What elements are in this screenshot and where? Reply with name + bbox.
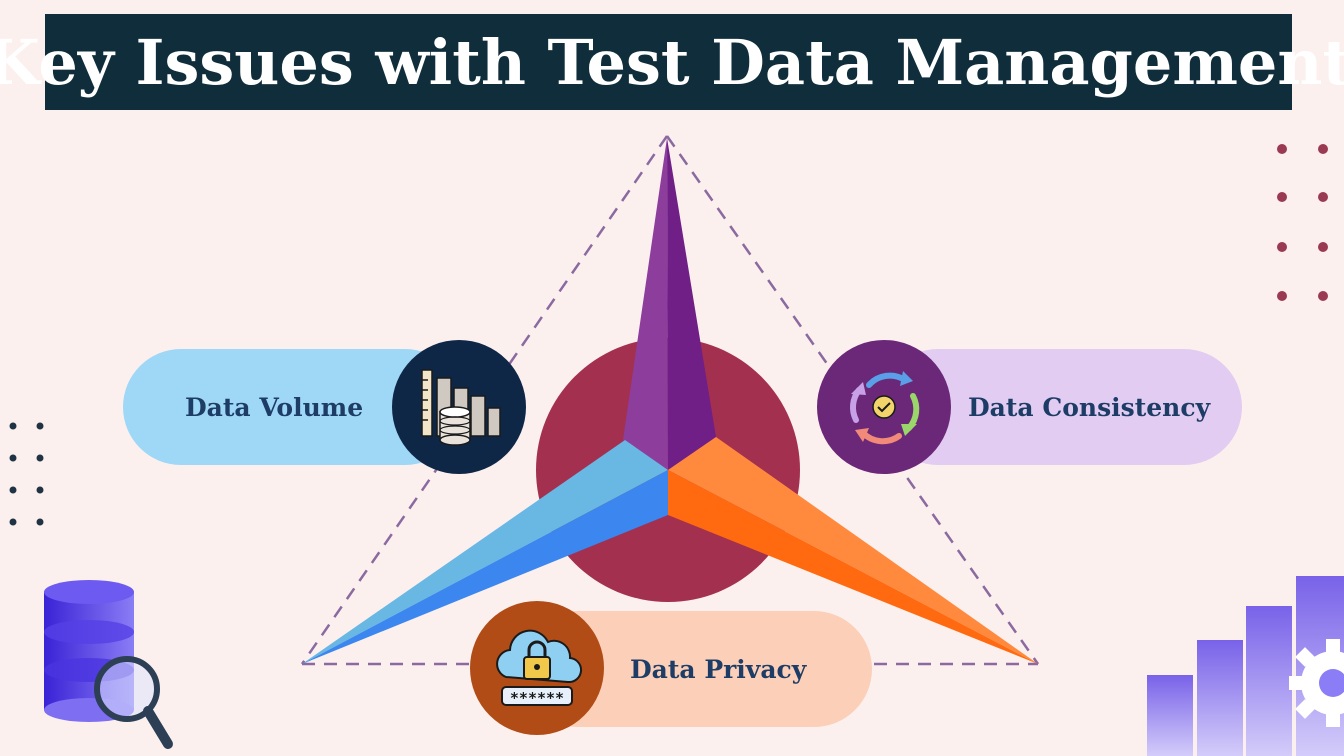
spike-top [623, 138, 716, 470]
bar-chart-gear-icon [1147, 576, 1344, 756]
database-search-icon [44, 580, 173, 749]
decorative-dots-left [9, 422, 44, 526]
cloud-lock-icon: ****** [470, 601, 604, 735]
database-chart-icon [392, 340, 526, 474]
password-mask-text: ****** [510, 689, 564, 707]
page-title: Key Issues with Test Data Management [0, 25, 1344, 99]
issue-label-data-volume: Data Volume [185, 392, 364, 422]
title-banner: Key Issues with Test Data Management [0, 14, 1344, 110]
issue-label-data-privacy: Data Privacy [630, 654, 807, 684]
decorative-dots-right [1277, 144, 1328, 301]
sync-cycle-icon [817, 340, 951, 474]
spike-left [302, 440, 668, 664]
spike-right [668, 437, 1038, 664]
issue-label-data-consistency: Data Consistency [968, 392, 1211, 422]
